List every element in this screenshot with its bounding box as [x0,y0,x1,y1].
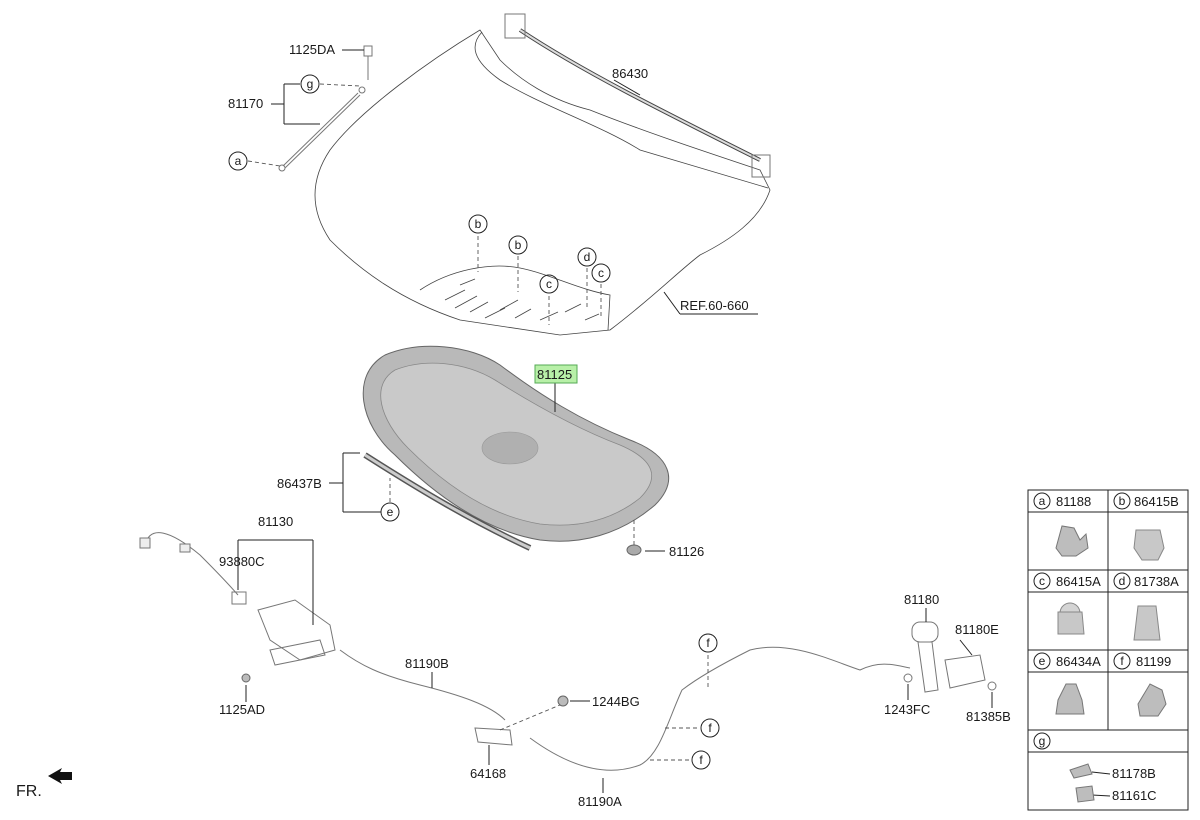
leader-lines [237,49,993,793]
label-81170: 81170 [228,96,263,111]
bracket-64168-part [474,727,513,746]
bumper-86415a-icon [1057,611,1085,635]
highlight-box-81125 [534,364,578,384]
cable-81190b-part [339,649,506,721]
bolt-1244bg-part [557,695,569,707]
legend-part-f: 81199 [1136,654,1171,669]
circle-b-1: b [475,217,482,231]
letter-circles: g a b b c d c e f f f [228,74,720,770]
hood-underside-ribs [444,278,600,321]
circle-c-2: c [598,266,604,280]
label-86430: 86430 [612,66,648,81]
weatherstrip-86430-part [504,13,771,178]
label-86437b: 86437B [277,476,322,491]
hood-strut-rod [278,45,373,172]
label-81130: 81130 [258,514,293,529]
label-81190a: 81190A [578,794,622,809]
circle-b-2: b [515,238,522,252]
hood-panel [314,29,771,336]
legend-letter-b: b [1119,494,1126,508]
insulator-pad-81125-part [362,345,670,542]
legend-letter-f: f [1120,654,1124,668]
legend-part-a: 81188 [1056,494,1091,509]
cable-81190a-part [529,646,911,771]
label-81180: 81180 [904,592,939,607]
legend-part-g2: 81161C [1112,788,1157,803]
legend-letter-c: c [1039,574,1045,588]
legend-letter-g: g [1039,734,1046,748]
legend-letter-a: a [1039,494,1046,508]
label-81385b: 81385B [966,709,1011,724]
circle-c-1: c [546,277,552,291]
label-81125[interactable]: 81125 [537,367,572,382]
clamp-81178b-icon [1069,763,1093,779]
release-cable-93880c-part [139,532,239,596]
label-1125da: 1125DA [289,42,335,57]
legend-part-d: 81738A [1134,574,1179,589]
label-81190b: 81190B [405,656,449,671]
seal-strip-highlight [364,453,531,550]
label-1125ad: 1125AD [219,702,265,717]
label-1243fc: 1243FC [884,702,930,717]
circle-a-strut: a [235,154,242,168]
label-1244bg: 1244BG [592,694,640,709]
hood-latch-81180-part [903,621,997,693]
legend-part-e: 86434A [1056,654,1101,669]
circle-f-3: f [699,753,703,767]
legend-table: a 81188 b 86415B c 86415A d 81738A e 864… [1027,489,1189,811]
label-93880c: 93880C [219,554,265,569]
hood-latch-81130-part [231,591,336,666]
front-direction-label: FR. [16,783,42,800]
bumper-cap-icon [1059,602,1081,613]
circle-g-strut: g [307,77,314,91]
legend-letter-e: e [1039,654,1046,668]
bumper-86415b-icon [1133,529,1165,561]
circle-d: d [584,250,591,264]
clip-81199-icon [1137,683,1167,717]
legend-part-g1: 81178B [1112,766,1156,781]
front-arrow-icon [48,768,72,784]
circle-f-2: f [708,721,712,735]
holder-81161c-icon [1075,785,1095,803]
clip-81188-icon [1055,525,1089,557]
circle-f-1: f [706,636,710,650]
circle-e: e [387,505,394,519]
clip-86434a-icon [1055,683,1085,715]
label-ref-60-660: REF.60-660 [680,298,749,313]
legend-part-c: 86415A [1056,574,1101,589]
label-81180e: 81180E [955,622,999,637]
bumper-81126-part [626,544,642,556]
bumper-81738a-icon [1133,605,1161,641]
legend-part-b: 86415B [1134,494,1179,509]
legend-letter-d: d [1119,574,1126,588]
label-64168: 64168 [470,766,506,781]
label-81126: 81126 [669,544,704,559]
bolt-1125ad-part [241,673,251,683]
